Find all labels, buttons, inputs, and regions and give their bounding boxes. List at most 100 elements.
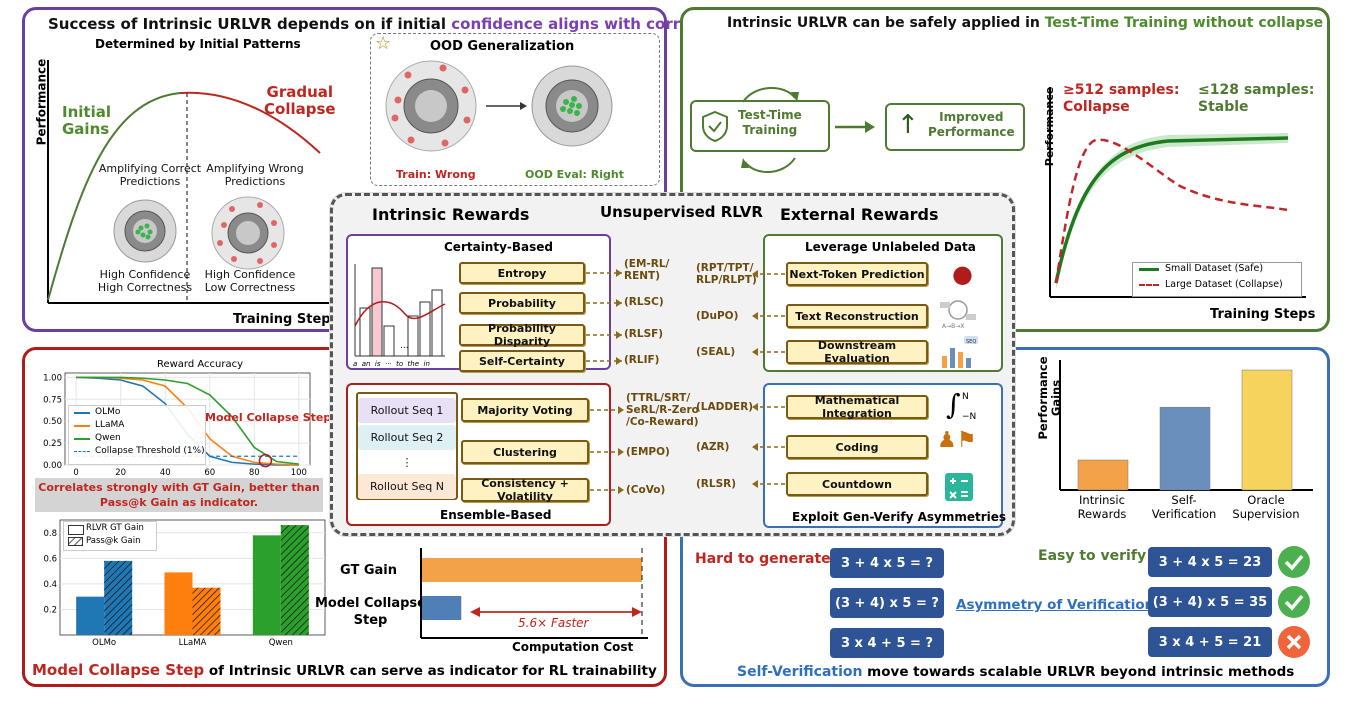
rollout-dots: ⋮ xyxy=(401,456,413,469)
apple-icon: ● xyxy=(952,260,973,288)
stable-samples-label: ≤128 samples:Stable xyxy=(1198,82,1315,115)
x-tick-label: LLaMA xyxy=(179,638,207,648)
exploit-ref-2: (RLSR) xyxy=(696,478,737,490)
x-tick-label: Qwen xyxy=(269,638,293,648)
gain-legend: RLVR GT Gain Pass@k Gain xyxy=(63,521,157,551)
connector-arrow xyxy=(616,299,622,307)
connector-arrow xyxy=(752,270,758,278)
answer-eq-2: (3 + 4) x 5 = 35 xyxy=(1148,587,1272,617)
certainty-method-1: Probability xyxy=(459,292,585,314)
bar-hatch xyxy=(104,560,133,635)
certainty-method-2: Probability Disparity xyxy=(459,322,585,348)
x-tick-label: OLMo xyxy=(92,638,116,648)
certainty-title: Certainty-Based xyxy=(444,240,554,254)
ood-box xyxy=(370,33,660,186)
easy-label: Easy to verify xyxy=(1038,548,1147,564)
certainty-ref-2: (RLSF) xyxy=(624,328,664,340)
legend-olmo: OLMo xyxy=(95,407,121,417)
correlation-banner: Correlates strongly with GT Gain, better… xyxy=(35,478,323,512)
rollout-seq-2: Rollout Seq 2 xyxy=(358,425,456,450)
tr-x-label: Training Steps xyxy=(1210,307,1316,322)
connector-arrow xyxy=(752,480,758,488)
ood-eval-circle-icon xyxy=(531,65,613,147)
bar-llama xyxy=(164,572,193,635)
ensemble-method-0: Majority Voting xyxy=(461,398,589,422)
collapse-samples-label: ≥512 samples:Collapse xyxy=(1063,82,1180,115)
connector-arrow xyxy=(752,312,758,320)
tl-curve-plot xyxy=(47,60,335,304)
ensemble-method-2: Consistency + Volatility xyxy=(461,477,589,503)
y-tick-label: 0.75 xyxy=(43,395,62,405)
question-eq-1: 3 + 4 x 5 = ? xyxy=(830,548,944,578)
token-probability-plot: ... xyxy=(354,264,446,357)
high-correctness-circle-icon xyxy=(113,199,177,263)
arrow-right-green-icon xyxy=(835,121,875,133)
cat-self-verification: Self-Verification xyxy=(1151,493,1217,521)
leverage-ref-0: (RPT/TPT/RLP/RLPT) xyxy=(696,262,757,286)
connector-arrow xyxy=(752,348,758,356)
ensemble-ref-0: (TTRL/SRT/SeRL/R-Zero/Co-Reward) xyxy=(626,392,699,428)
ood-train-label: Train: Wrong xyxy=(396,168,476,181)
reconstruction-icon: A→B→X xyxy=(940,300,976,330)
legend-llama: LLaMA xyxy=(95,420,125,430)
improved-box xyxy=(885,103,1025,151)
legend-qwen: Qwen xyxy=(95,433,121,443)
y-tick-label: 0.2 xyxy=(43,605,57,615)
y-tick-label: 0.00 xyxy=(43,461,62,471)
cost-bar-0 xyxy=(422,558,642,582)
cycle-arrows-icon xyxy=(741,86,799,174)
connector-arrow xyxy=(618,406,624,414)
y-tick-label: 0.6 xyxy=(43,554,57,564)
tl-title: Success of Intrinsic URLVR depends on if… xyxy=(48,15,746,33)
y-tick-label: 0.50 xyxy=(43,417,62,427)
bar-hatch xyxy=(280,525,309,635)
exploit-ref-0: (LADDER) xyxy=(696,401,754,413)
tl-subtitle: Determined by Initial Patterns xyxy=(95,37,301,51)
x-tick-label: 0 xyxy=(73,468,78,478)
check-icon xyxy=(1278,546,1310,578)
gain-bar-0 xyxy=(1077,459,1129,491)
connector-arrow xyxy=(616,331,622,339)
bar-hatch xyxy=(192,587,221,635)
exploit-method-0: Mathematical Integration xyxy=(786,394,928,420)
leverage-title: Leverage Unlabeled Data xyxy=(805,240,976,254)
integral-lower: −N xyxy=(962,412,977,422)
x-tick-label: 20 xyxy=(115,468,126,478)
shield-check-icon xyxy=(702,110,728,142)
external-header: External Rewards xyxy=(780,205,939,224)
legend-small-dataset: Small Dataset (Safe) xyxy=(1165,263,1264,274)
leverage-method-1: Text Reconstruction xyxy=(786,304,928,328)
reward-accuracy-title: Reward Accuracy xyxy=(157,359,243,370)
br-caption: Self-Verification move towards scalable … xyxy=(737,664,1295,680)
question-eq-2: (3 + 4) x 5 = ? xyxy=(830,588,944,618)
bar-qwen xyxy=(252,535,281,635)
leverage-method-0: Next-Token Prediction xyxy=(786,262,928,286)
star-icon: ☆ xyxy=(375,33,392,54)
computation-cost-label: Computation Cost xyxy=(512,640,634,654)
certainty-ref-0: (EM-RL/RENT) xyxy=(624,258,670,282)
computation-cost-chart xyxy=(420,548,648,639)
evaluation-chart-icon: SEQ xyxy=(942,336,978,368)
hard-label: Hard to generate xyxy=(695,551,831,567)
rollout-seq-n: Rollout Seq N xyxy=(358,474,456,499)
integral-icon: ∫ xyxy=(946,388,961,421)
arrow-up-icon: ↑ xyxy=(897,110,919,140)
y-tick-label: 0.8 xyxy=(43,529,57,539)
integral-upper: N xyxy=(962,392,969,402)
urlvr-title: Unsupervised RLVR xyxy=(600,203,763,221)
legend-large-dataset: Large Dataset (Collapse) xyxy=(1165,279,1283,290)
ensemble-method-1: Clustering xyxy=(461,440,589,464)
legend-passk: Pass@k Gain xyxy=(86,536,141,546)
ensemble-title: Ensemble-Based xyxy=(440,508,552,522)
